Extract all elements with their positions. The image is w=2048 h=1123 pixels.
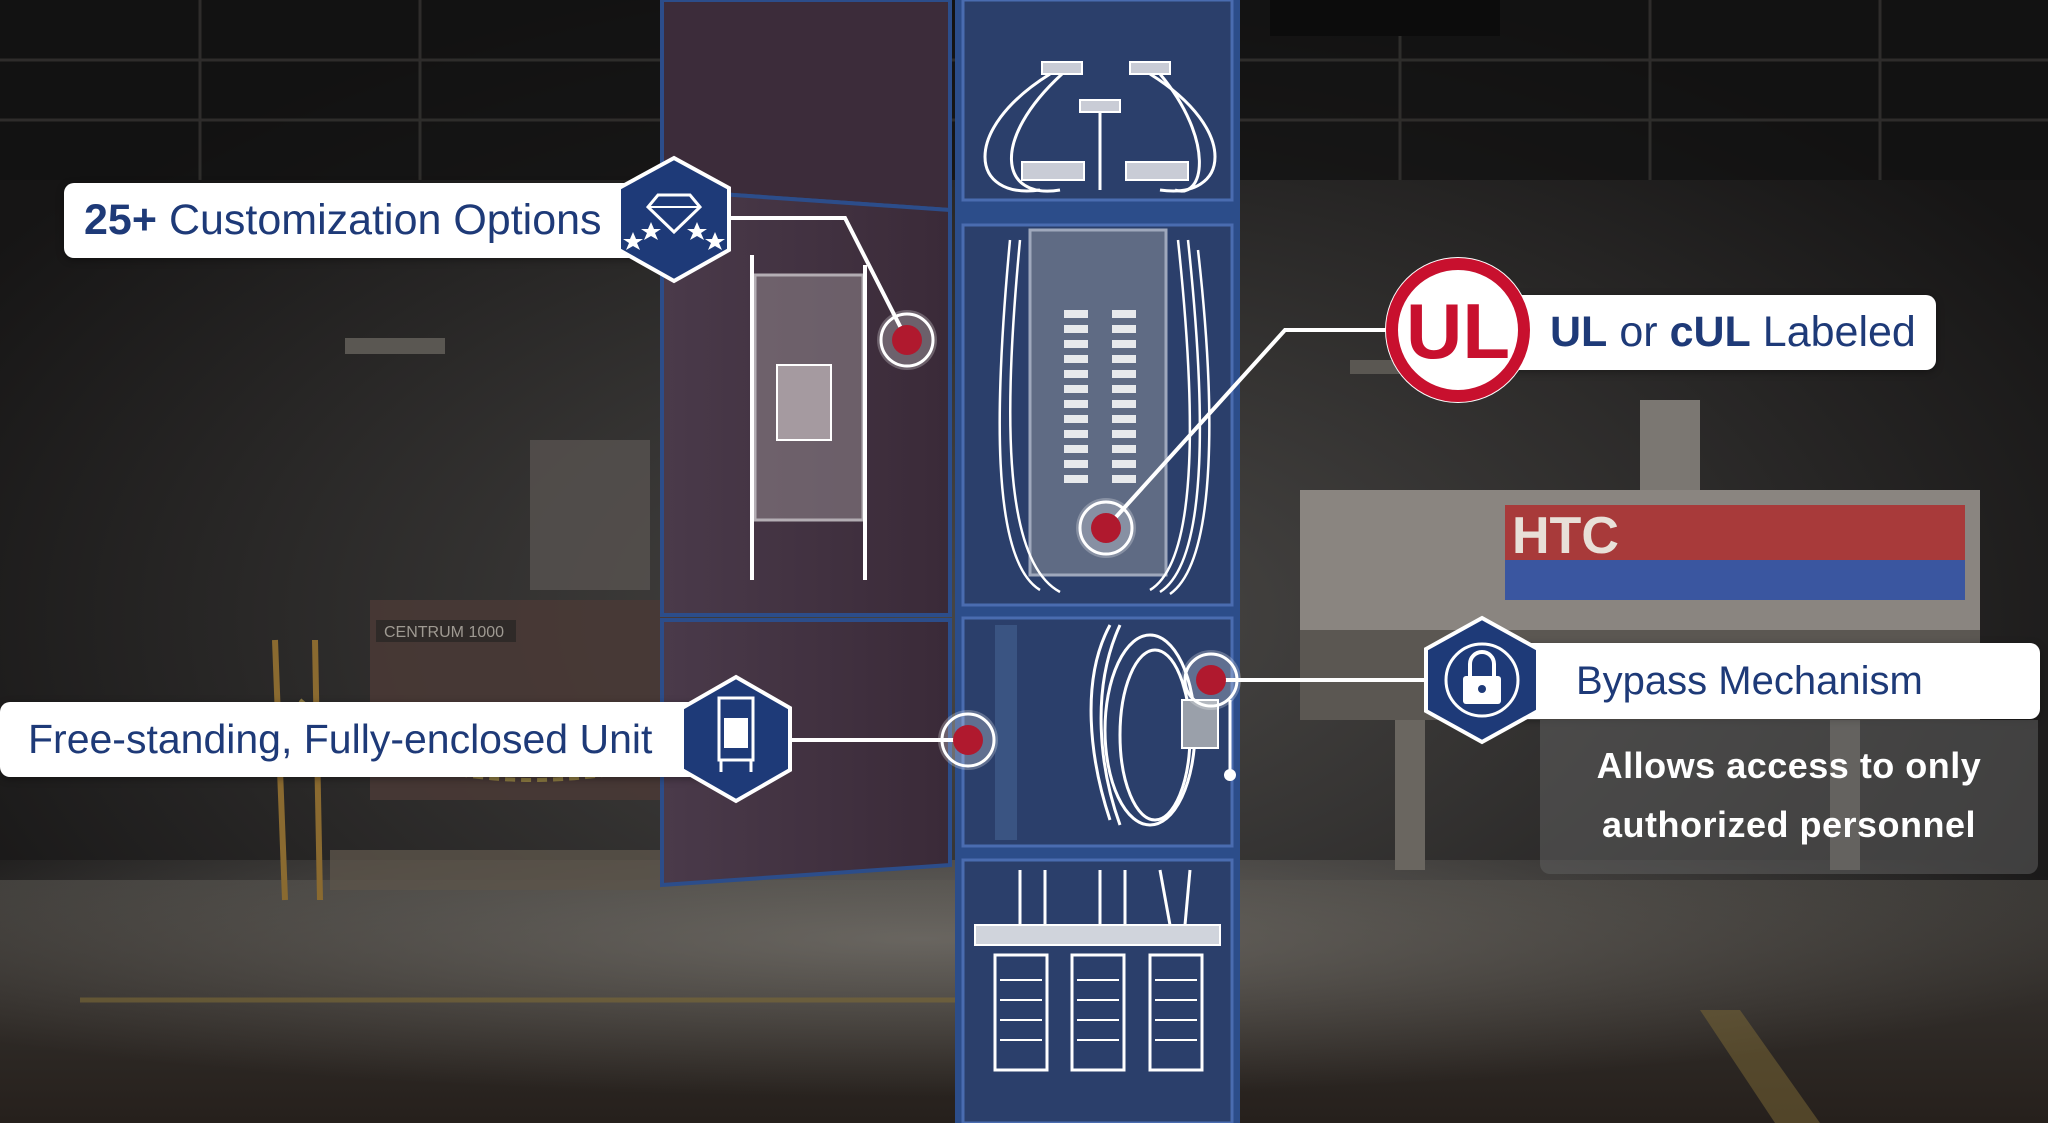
bypass-label: Bypass Mechanism	[1576, 658, 1923, 703]
customization-count: 25+	[84, 196, 157, 244]
machine-brand-label: HTC	[1512, 507, 1619, 565]
customization-label: Customization Options	[168, 196, 602, 244]
customization-callout[interactable]: 25+Customization Options	[64, 183, 664, 258]
machine-model-label: CENTRUM 1000	[384, 624, 504, 641]
hotspot-bypass[interactable]	[1181, 650, 1241, 710]
bypass-description-line2: authorized personnel	[1601, 804, 1977, 845]
freestanding-label: Free-standing, Fully-enclosed Unit	[28, 716, 653, 762]
bypass-description: Allows access to only authorized personn…	[1540, 720, 2038, 874]
bypass-callout[interactable]: Bypass Mechanism	[1482, 643, 2040, 719]
hotspot-freestanding[interactable]	[938, 710, 998, 770]
ul-label-or: or	[1619, 308, 1658, 356]
freestanding-callout[interactable]: Free-standing, Fully-enclosed Unit	[0, 702, 720, 777]
hotspot-customization[interactable]	[877, 310, 937, 370]
bypass-description-line1: Allows access to only	[1596, 745, 1982, 786]
ul-label-text: Labeled	[1762, 308, 1916, 356]
hotspot-ul-labeled[interactable]	[1076, 498, 1136, 558]
cul-label-bold: cUL	[1669, 308, 1751, 356]
ul-label-bold: UL	[1550, 308, 1608, 356]
